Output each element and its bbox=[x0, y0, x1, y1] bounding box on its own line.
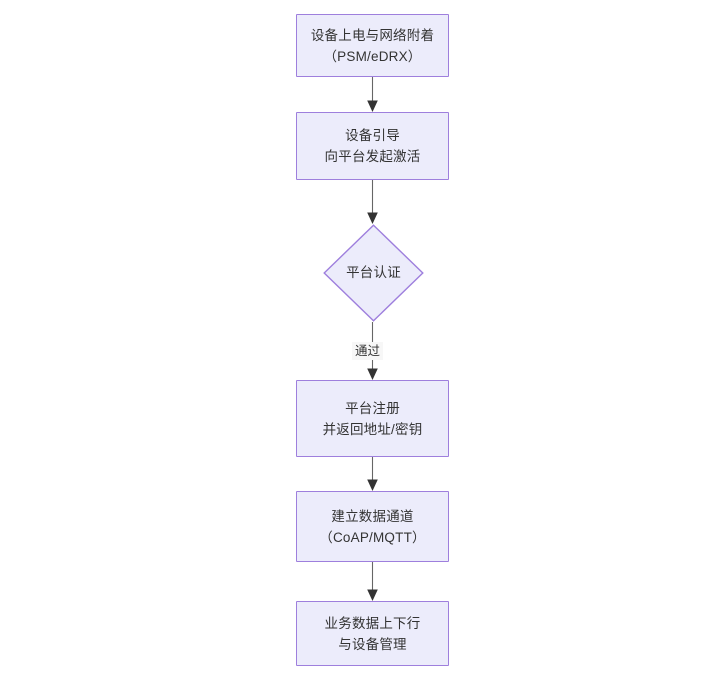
node-device-bootstrap-activation[interactable]: 设备引导 向平台发起激活 bbox=[296, 112, 449, 180]
connector-n4-n5 bbox=[367, 457, 378, 491]
node-line: （CoAP/MQTT） bbox=[319, 529, 426, 545]
node-line: 平台认证 bbox=[346, 265, 401, 280]
edge-label-pass: 通过 bbox=[352, 342, 384, 360]
node-platform-registration-address-key[interactable]: 平台注册 并返回地址/密钥 bbox=[296, 380, 449, 457]
node-line: 业务数据上下行 bbox=[324, 615, 421, 631]
node-line: 设备引导 bbox=[345, 128, 400, 143]
node-establish-data-channel[interactable]: 建立数据通道 （CoAP/MQTT） bbox=[296, 491, 449, 562]
node-line: 并返回地址/密钥 bbox=[322, 421, 423, 437]
node-line: 建立数据通道 bbox=[331, 508, 414, 524]
node-power-on-network-attach[interactable]: 设备上电与网络附着 （PSM/eDRX） bbox=[296, 14, 449, 77]
node-line: （PSM/eDRX） bbox=[323, 48, 422, 64]
connector-n1-n2 bbox=[367, 77, 378, 112]
node-line: 向平台发起激活 bbox=[324, 149, 421, 164]
node-line: 设备上电与网络附着 bbox=[310, 27, 435, 43]
connector-n5-n6 bbox=[367, 562, 378, 601]
node-line: 平台注册 bbox=[345, 400, 400, 416]
node-line: 与设备管理 bbox=[338, 636, 407, 652]
node-business-data-and-device-management[interactable]: 业务数据上下行 与设备管理 bbox=[296, 601, 449, 666]
node-platform-authentication-decision[interactable]: 平台认证 bbox=[323, 224, 424, 322]
connector-n2-n3 bbox=[367, 180, 378, 224]
diamond-shape bbox=[323, 224, 424, 322]
